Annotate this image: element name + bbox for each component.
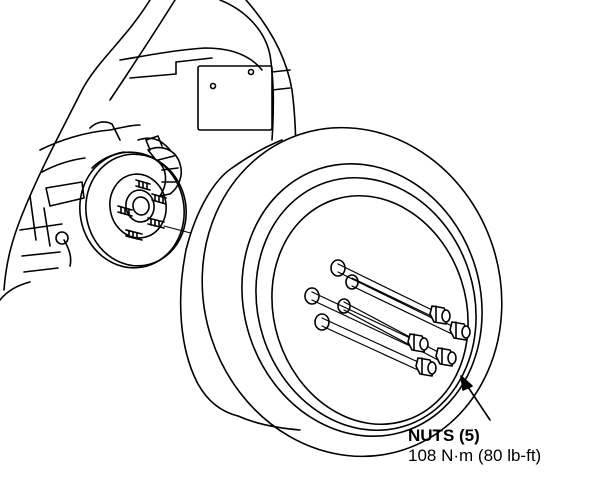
nuts-callout: NUTS (5) 108 N·m (80 lb-ft)	[408, 426, 541, 466]
brake-caliper	[145, 135, 183, 197]
wheel-stud	[135, 179, 151, 191]
lug-nut	[435, 347, 457, 367]
pointer-arrow	[460, 375, 491, 421]
wheel-stud	[147, 217, 165, 229]
lug-nut	[449, 321, 471, 341]
wheel-studs	[117, 179, 167, 241]
lug-nut	[407, 333, 429, 353]
brake-disc	[79, 151, 187, 269]
wheel-stud	[117, 205, 133, 217]
lug-nuts	[407, 305, 471, 377]
lug-nut	[429, 305, 451, 325]
wheel-stud	[125, 229, 143, 241]
wheel-rim	[255, 176, 477, 432]
fender-liner	[0, 0, 297, 301]
wheel-stud	[151, 193, 167, 205]
torque-spec: 108 N·m (80 lb-ft)	[408, 446, 542, 465]
callout-title: NUTS (5)	[408, 426, 480, 445]
lug-nut	[415, 357, 437, 377]
suspension-knuckle	[19, 121, 171, 273]
